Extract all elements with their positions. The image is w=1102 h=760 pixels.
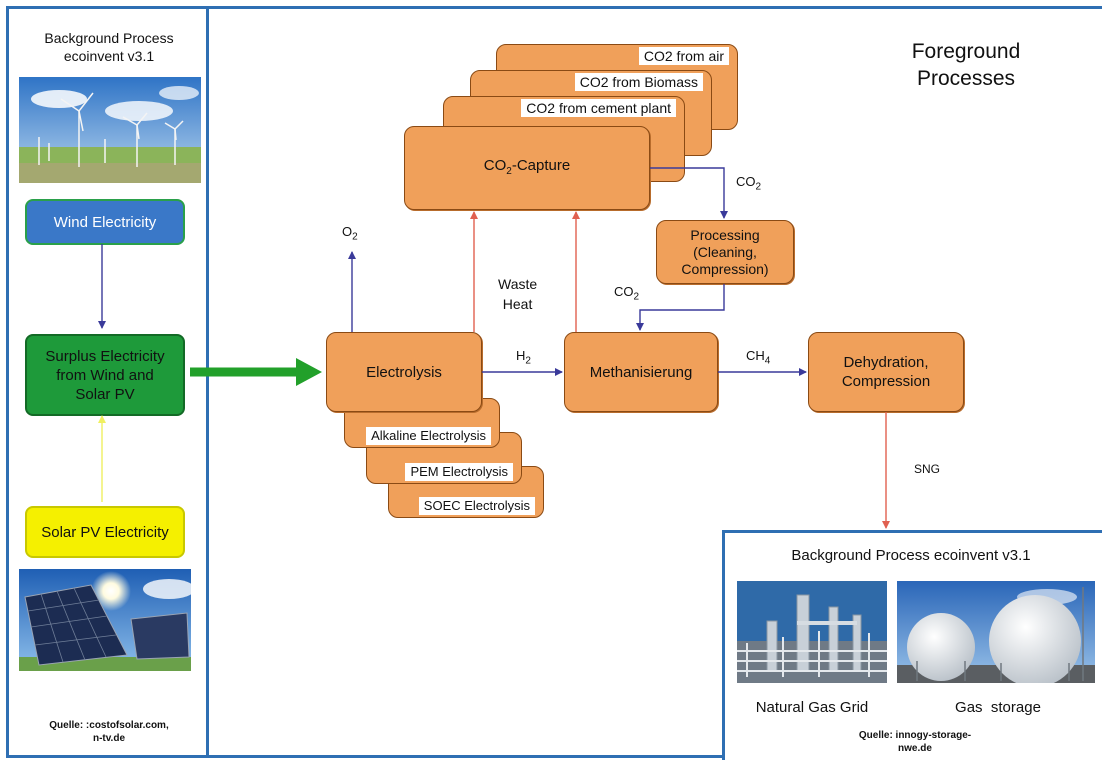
foreground-title: Foreground Processes — [896, 38, 1036, 92]
o2-label: O2 — [342, 224, 358, 243]
surplus-electricity-box: Surplus Electricity from Wind and Solar … — [25, 334, 185, 416]
co2-from-biomass-label: CO2 from Biomass — [574, 73, 703, 91]
bottom-source-line1: Quelle: innogy-storage- — [858, 730, 972, 741]
left-panel-source: Quelle: :costofsolar.com, n-tv.de — [9, 719, 209, 745]
electrolysis-label: Electrolysis — [366, 363, 442, 381]
co2-label-bottom: CO2 — [614, 284, 640, 303]
processing-line2: (Cleaning, — [693, 243, 757, 260]
bottom-panel-source: Quelle: innogy-storage- nwe.de — [835, 729, 995, 755]
co2-capture-box: CO2-Capture — [404, 126, 650, 210]
co2-capture-label: CO2-Capture — [483, 156, 571, 177]
alkaline-electrolysis-label: Alkaline Electrolysis — [366, 427, 491, 445]
solar-pv-electricity-label: Solar PV Electricity — [41, 523, 169, 541]
co2-from-air-label: CO2 from air — [638, 47, 729, 65]
surplus-line1: Surplus Electricity — [45, 347, 165, 365]
co2-label-top: CO2 — [736, 174, 762, 193]
wind-electricity-label: Wind Electricity — [53, 213, 157, 231]
bottom-source-line2: nwe.de — [898, 743, 932, 754]
processing-line1: Processing — [690, 226, 760, 243]
natural-gas-grid-image — [737, 581, 887, 683]
co2-from-cement-label: CO2 from cement plant — [521, 99, 676, 117]
dehydration-line1: Dehydration, — [843, 354, 929, 371]
soec-electrolysis-label: SOEC Electrolysis — [418, 497, 535, 515]
solar-panel-image — [19, 569, 191, 671]
foreground-title-line1: Foreground — [911, 40, 1021, 63]
electrolysis-box: Electrolysis — [326, 332, 482, 412]
left-source-line2: n-tv.de — [92, 733, 126, 744]
waste-heat-label: Waste Heat — [498, 274, 537, 314]
foreground-title-line2: Processes — [916, 67, 1016, 90]
methanisierung-box: Methanisierung — [564, 332, 718, 412]
bottom-background-panel: Background Process ecoinvent v3.1 — [722, 530, 1102, 760]
left-background-panel: Background Process ecoinvent v3.1 — [6, 6, 212, 758]
gas-storage-image — [897, 581, 1095, 683]
left-panel-title-line2: ecoinvent v3.1 — [63, 48, 155, 64]
left-panel-title: Background Process ecoinvent v3.1 — [9, 29, 209, 65]
methanisierung-label: Methanisierung — [589, 363, 693, 381]
pem-electrolysis-label: PEM Electrolysis — [405, 463, 513, 481]
bottom-panel-title: Background Process ecoinvent v3.1 — [791, 547, 1031, 564]
natural-gas-grid-label: Natural Gas Grid — [755, 699, 869, 716]
processing-box: Processing (Cleaning, Compression) — [656, 220, 794, 284]
waste-heat-line2: Heat — [502, 296, 533, 312]
wind-electricity-box: Wind Electricity — [25, 199, 185, 245]
left-source-line1: Quelle: :costofsolar.com, — [49, 720, 169, 731]
ch4-label: CH4 — [746, 348, 771, 367]
h2-label: H2 — [516, 348, 531, 367]
surplus-line3: Solar PV — [75, 385, 135, 403]
wind-farm-image — [19, 77, 201, 183]
left-panel-title-line1: Background Process — [44, 30, 174, 46]
surplus-line2: from Wind and — [56, 366, 154, 384]
sng-label: SNG — [914, 462, 941, 476]
gas-storage-label: Gas storage — [955, 699, 1041, 716]
solar-pv-electricity-box: Solar PV Electricity — [25, 506, 185, 558]
processing-line3: Compression) — [681, 260, 769, 277]
dehydration-box: Dehydration, Compression — [808, 332, 964, 412]
dehydration-line2: Compression — [841, 373, 931, 390]
waste-heat-line1: Waste — [498, 276, 538, 292]
